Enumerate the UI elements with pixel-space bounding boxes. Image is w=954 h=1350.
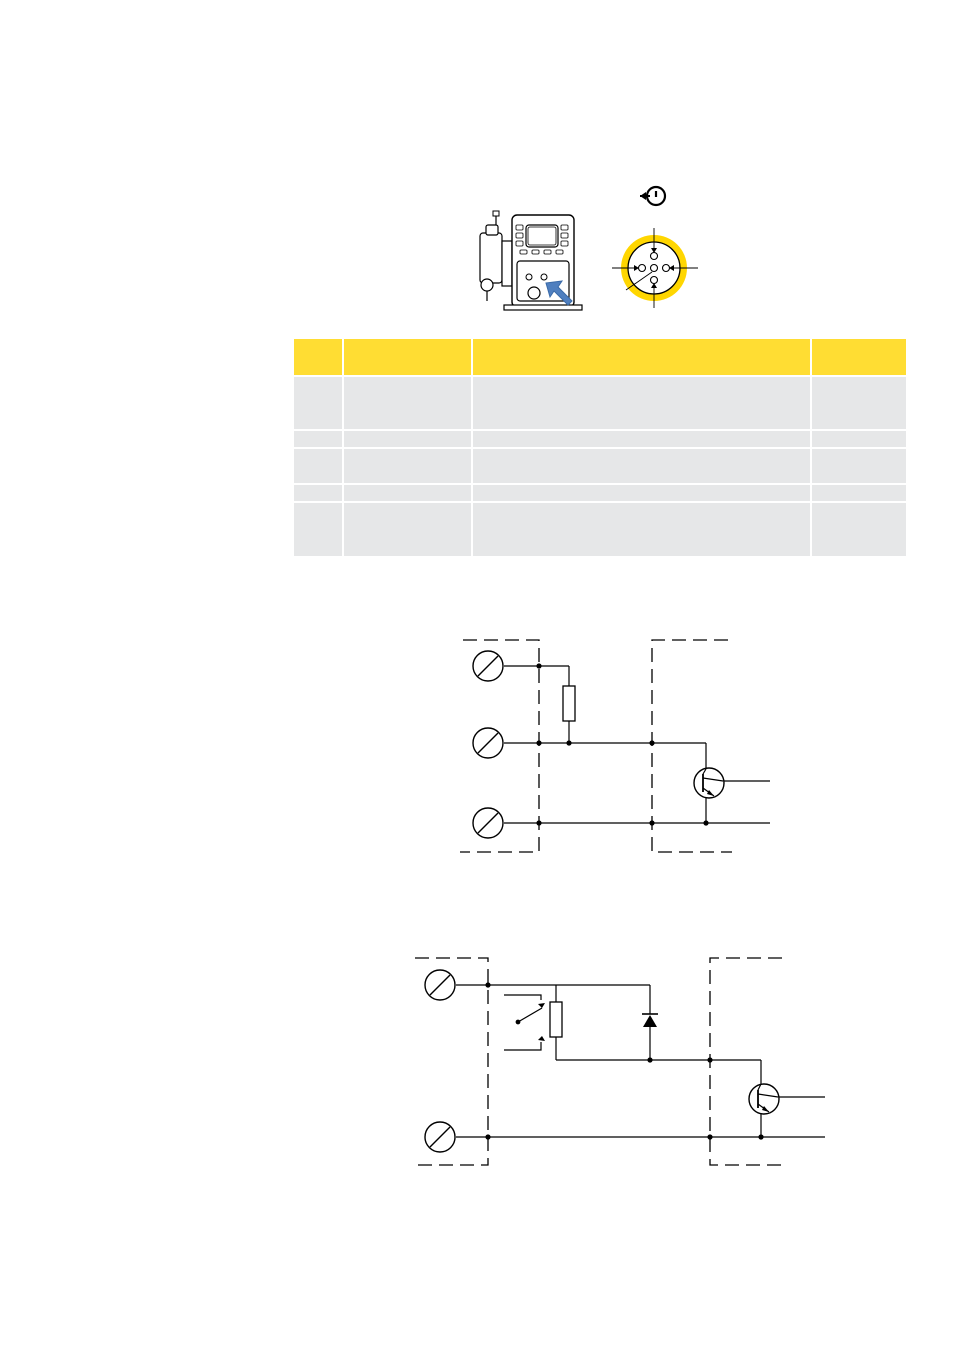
table-header-row [294, 339, 906, 376]
diode-icon [642, 1013, 658, 1027]
table-row [294, 447, 906, 484]
table-row [294, 429, 906, 448]
junction-dots [485, 982, 764, 1140]
table-cell [294, 375, 344, 430]
table-cell [811, 501, 906, 556]
table-cell [472, 447, 812, 484]
table-cell [294, 483, 344, 502]
table-cell [343, 375, 473, 430]
table-row [294, 483, 906, 502]
table-cell [294, 447, 344, 484]
table-cell [343, 429, 473, 448]
dashed-boundaries [412, 957, 786, 1166]
terminal-icon [472, 727, 504, 759]
table-cell [472, 483, 812, 502]
wires [456, 984, 825, 1138]
table-cell [811, 375, 906, 430]
table-cell [343, 483, 473, 502]
table-cell [472, 375, 812, 430]
terminal-icon [424, 969, 456, 1001]
resistor-icon [549, 1001, 563, 1038]
relay-contact-icon [504, 994, 545, 1051]
connector-symbol-icon [640, 185, 667, 207]
transistor-icon [693, 767, 725, 799]
table-cell [343, 447, 473, 484]
terminal-icon [472, 807, 504, 839]
terminal-icon [472, 650, 504, 682]
pump-device-illustration [479, 210, 583, 311]
junction-dots [536, 663, 709, 826]
connector-pinout-icon [612, 228, 698, 308]
table-header-cell [811, 339, 906, 376]
dashed-boundary-left [460, 639, 732, 853]
terminal-icon [424, 1121, 456, 1153]
table-header-cell [343, 339, 473, 376]
pin-assignment-table [294, 339, 906, 556]
table-cell [811, 483, 906, 502]
table-header-cell [472, 339, 812, 376]
table-cell [472, 429, 812, 448]
table-row [294, 375, 906, 430]
table-cell [343, 501, 473, 556]
table-cell [811, 429, 906, 448]
table-cell [294, 501, 344, 556]
table-cell [294, 429, 344, 448]
table-cell [811, 447, 906, 484]
table-cell [472, 501, 812, 556]
table-row [294, 501, 906, 556]
resistor-icon [562, 685, 576, 722]
table-header-cell [294, 339, 344, 376]
transistor-icon [748, 1083, 780, 1115]
